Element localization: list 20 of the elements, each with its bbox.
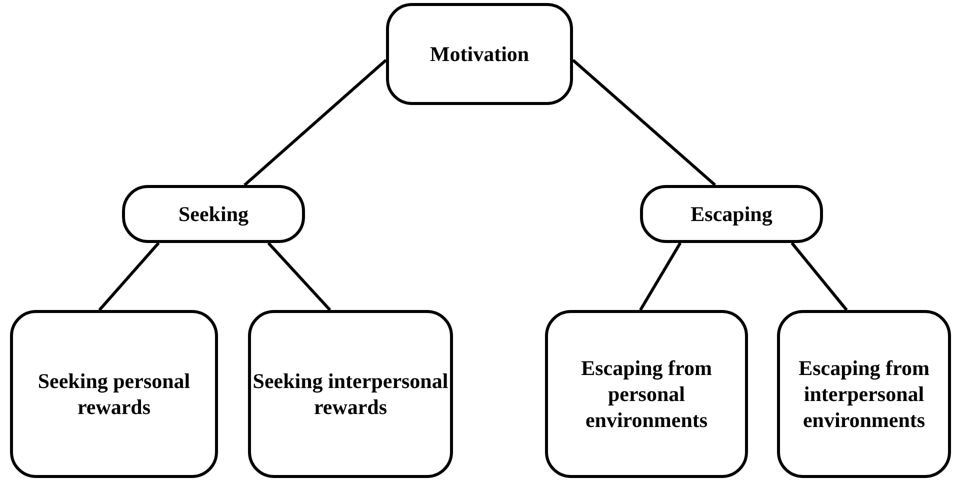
- rounded-box: [640, 185, 823, 243]
- node-label: Motivation: [430, 40, 530, 68]
- node-label: Seeking personal rewards: [36, 368, 192, 420]
- rounded-box: [10, 310, 218, 478]
- connector-line: [98, 242, 160, 311]
- connector-line: [244, 59, 387, 186]
- rounded-box: [248, 310, 453, 478]
- connector-line: [790, 242, 848, 311]
- connector-line: [639, 242, 682, 311]
- rounded-box: [545, 310, 748, 478]
- connector-line: [267, 242, 332, 312]
- node-label: Seeking: [178, 200, 248, 228]
- node-label: Escaping from personal environments: [580, 354, 713, 434]
- rounded-box: [122, 185, 305, 243]
- node-label: Escaping from interpersonal environments: [798, 354, 930, 434]
- rounded-box: [386, 3, 573, 105]
- rounded-box: [777, 310, 951, 478]
- connector-line: [572, 59, 716, 186]
- node-label: Escaping: [690, 200, 772, 228]
- node-label: Seeking interpersonal rewards: [252, 368, 450, 420]
